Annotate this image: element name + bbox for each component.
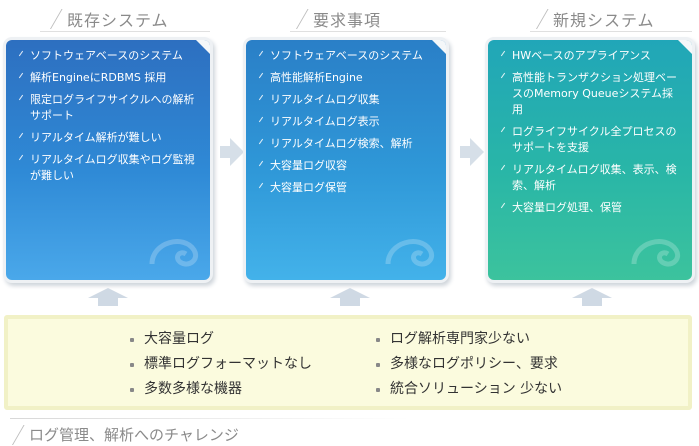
list-item: リアルタイムログ収集やログ監視が難しい [18,152,200,184]
column-title-text: 既存システム [67,11,169,30]
list-item: 解析EngineにRDBMS 採用 [18,70,200,86]
list-item: HWベースのアプライアンス [500,48,682,64]
challenge-item: 多様なログポリシー、要求 [376,352,562,377]
existing-system-list: ソフトウェアベースのシステム 解析EngineにRDBMS 採用 限定ログライフ… [6,40,210,184]
swirl-decoration-icon [149,239,198,267]
list-item: リアルタイムログ検索、解析 [258,136,436,152]
new-system-list: HWベースのアプライアンス 高性能トランザクション処理ベースのMemory Qu… [488,40,692,216]
list-item: リアルタイムログ表示 [258,114,436,130]
requirements-list: ソフトウェアベースのシステム 高性能解析Engine リアルタイムログ収集 リア… [246,40,446,196]
list-item: 大容量ログ収容 [258,158,436,174]
column-title-requirements: 要求事項 [296,6,381,32]
challenge-item: 大容量ログ [130,327,312,352]
challenges-list-left: 大容量ログ 標準ログフォーマットなし 多数多様な機器 [130,327,312,402]
list-item: 限定ログライフサイクルへの解析サポート [18,92,200,124]
arrow-right-icon [460,138,484,166]
title-underline [290,31,446,32]
challenge-item: 多数多様な機器 [130,377,312,402]
bottom-title-line [10,418,410,419]
title-underline [530,31,692,32]
list-item: リアルタイム解析が難しい [18,130,200,146]
requirements-panel: ソフトウェアベースのシステム 高性能解析Engine リアルタイムログ収集 リア… [246,40,446,280]
new-system-panel: HWベースのアプライアンス 高性能トランザクション処理ベースのMemory Qu… [488,40,692,280]
arrow-up-icon [88,288,128,308]
list-item: 大容量ログ保管 [258,180,436,196]
arrow-up-icon [330,288,370,308]
bottom-title: ログ管理、解析へのチャレンジ [12,424,239,445]
list-item: リアルタイムログ収集、表示、検索、解析 [500,162,682,194]
list-item: ソフトウェアベースのシステム [258,48,436,64]
challenge-item: 標準ログフォーマットなし [130,352,312,377]
column-title-existing: 既存システム [50,6,169,32]
challenges-box: 大容量ログ 標準ログフォーマットなし 多数多様な機器 ログ解析専門家少ない 多様… [4,315,692,410]
column-title-text: 新規システム [553,11,655,30]
challenge-item: 統合ソリューション 少ない [376,377,562,402]
swirl-decoration-icon [631,239,680,267]
list-item: ログライフサイクル全プロセスのサポートを支援 [500,124,682,156]
bottom-title-text: ログ管理、解析へのチャレンジ [29,426,239,444]
title-underline [40,31,210,32]
challenge-item: ログ解析専門家少ない [376,327,562,352]
list-item: 高性能解析Engine [258,70,436,86]
challenges-list-right: ログ解析専門家少ない 多様なログポリシー、要求 統合ソリューション 少ない [376,327,562,402]
arrow-right-icon [220,138,244,166]
swirl-decoration-icon [385,239,434,267]
list-item: 高性能トランザクション処理ベースのMemory Queueシステム採用 [500,70,682,118]
column-title-new: 新規システム [536,6,655,32]
column-title-text: 要求事項 [313,11,382,30]
list-item: リアルタイムログ収集 [258,92,436,108]
arrow-up-icon [572,288,612,308]
list-item: 大容量ログ処理、保管 [500,200,682,216]
list-item: ソフトウェアベースのシステム [18,48,200,64]
existing-system-panel: ソフトウェアベースのシステム 解析EngineにRDBMS 採用 限定ログライフ… [6,40,210,280]
